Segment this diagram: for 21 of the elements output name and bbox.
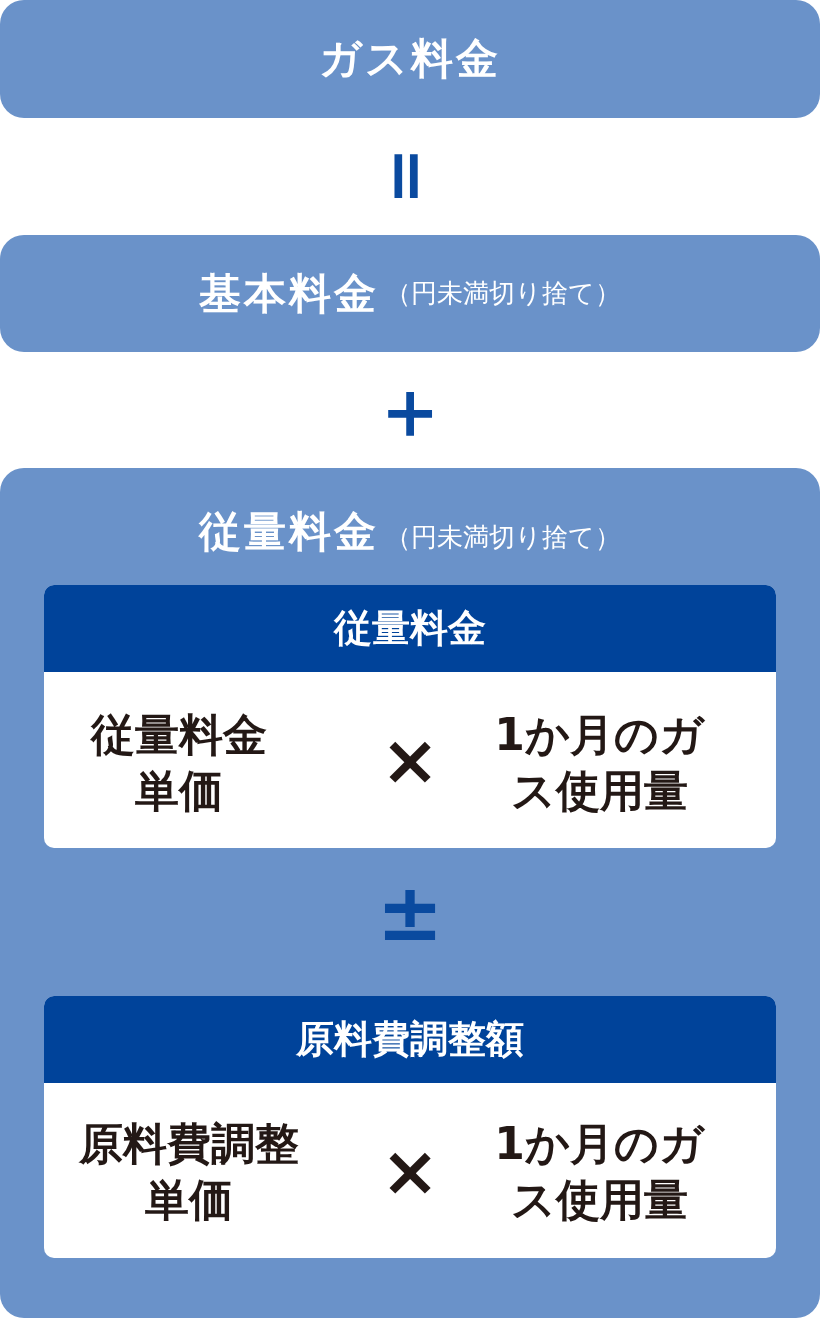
formula-heading: 従量料金 [199,507,379,556]
plus-sign: ＋ [369,370,451,450]
formula-heading: 基本料金 [199,267,379,320]
formula-term: 1か月のガス使用量 [474,1116,724,1228]
formula-note: （円未満切り捨て） [385,522,621,552]
formula-bar [0,0,820,118]
multiply-sign: × [379,725,441,795]
formula-note: （円未満切り捨て） [385,277,621,310]
formula-panel [0,468,820,1318]
formula-heading: ガス料金 [319,33,501,85]
formula-bar [0,235,820,352]
equals-sign: ＝ [370,135,450,218]
formula-card [44,996,776,1258]
plus-minus-sign: ± [375,873,445,953]
formula-term: 従量料金単価 [84,707,274,819]
card-header: 原料費調整額 [44,996,776,1083]
card-header: 従量料金 [44,585,776,672]
formula-term: 1か月のガス使用量 [474,707,724,819]
formula-card [44,585,776,848]
formula-term: 原料費調整単価 [74,1116,304,1228]
multiply-sign: × [379,1136,441,1206]
